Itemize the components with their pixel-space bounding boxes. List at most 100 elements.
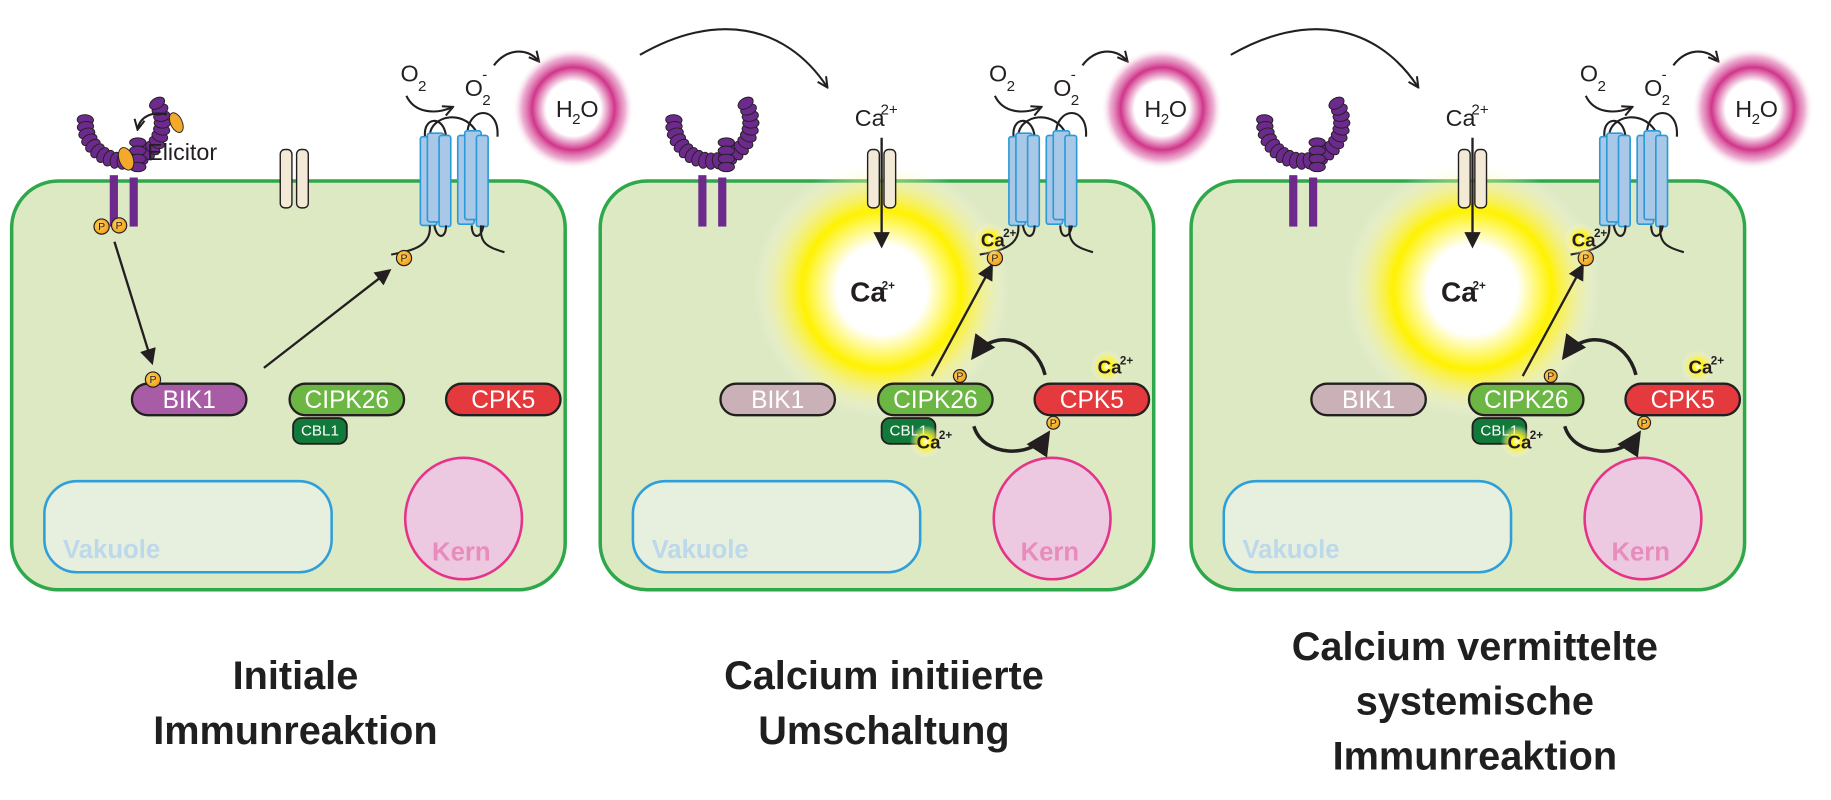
phosphate-label: P bbox=[1050, 417, 1057, 429]
calcium-glow bbox=[1564, 223, 1598, 256]
nadph-oxidase-rbohd bbox=[979, 111, 1094, 256]
extracellular-loop bbox=[466, 111, 499, 137]
water-h: H bbox=[1735, 96, 1752, 122]
superoxide-charge: - bbox=[1662, 66, 1667, 83]
extracellular-calcium-label: Ca bbox=[1446, 105, 1476, 131]
calcium-ion-small: Ca2+ bbox=[1500, 425, 1543, 458]
calcium-glow bbox=[1681, 350, 1715, 384]
water-h: H bbox=[1144, 96, 1161, 122]
phosphate-circle bbox=[110, 217, 128, 234]
phosphorylation-arrow bbox=[930, 263, 993, 377]
calcium-charge: 2+ bbox=[882, 280, 895, 293]
receptor-kinase-domain bbox=[109, 175, 118, 227]
nadph-oxidase-rbohd bbox=[1570, 111, 1685, 256]
cpk5-protein-label: CPK5 bbox=[1060, 387, 1124, 414]
vacuole-label: Vakuole bbox=[1242, 536, 1339, 564]
channel-subunit bbox=[1457, 148, 1471, 209]
oxygen-label: O bbox=[989, 61, 1007, 87]
nucleus bbox=[1583, 456, 1703, 581]
phosphate-label: P bbox=[98, 221, 105, 233]
water-h: H bbox=[556, 96, 573, 122]
superoxide-label: O bbox=[1053, 75, 1071, 101]
c-terminal-tail bbox=[479, 225, 505, 254]
calcium-charge: 2+ bbox=[1120, 354, 1133, 367]
phosphate-circle bbox=[952, 369, 967, 384]
receptor-kinase-domain bbox=[1309, 177, 1318, 227]
cipk26-protein: CIPK26 bbox=[288, 382, 406, 417]
phosphate-circle bbox=[1637, 415, 1652, 430]
phosphate-icon: P bbox=[1046, 415, 1061, 430]
phosphate-icon: P bbox=[1543, 369, 1558, 384]
transmembrane-helix bbox=[1064, 134, 1078, 228]
oxygen-subscript: 2 bbox=[1597, 78, 1605, 95]
superoxide-charge: - bbox=[1071, 66, 1076, 83]
panel-title-line: Calcium vermittelte bbox=[1292, 625, 1658, 669]
phosphorylation-arrow bbox=[263, 268, 392, 369]
pattern-recognition-receptor bbox=[665, 96, 760, 227]
phosphate-icon: P bbox=[1637, 415, 1652, 430]
conversion-arrow bbox=[1081, 52, 1126, 67]
feedback-arrow bbox=[971, 333, 1047, 376]
receptor-kinase-domain bbox=[698, 175, 707, 227]
phosphate-circle bbox=[93, 218, 110, 235]
panel-title-line: Initiale bbox=[233, 654, 359, 698]
phosphate-label: P bbox=[956, 371, 963, 383]
calcium-cloud bbox=[753, 161, 1011, 419]
cytosolic-loop bbox=[1059, 225, 1074, 237]
conversion-arrow bbox=[1584, 95, 1632, 112]
cbl1-label: CBL1 bbox=[301, 422, 339, 439]
water-o: O bbox=[1169, 96, 1187, 122]
superoxide-label: O bbox=[1644, 75, 1662, 101]
nucleus bbox=[403, 456, 524, 581]
calcium-channel bbox=[866, 148, 897, 209]
lrr-repeat bbox=[717, 161, 735, 173]
cpk5-protein: CPK5 bbox=[444, 382, 562, 417]
nucleus-label: Kern bbox=[1611, 539, 1670, 567]
calcium-symbol: Ca bbox=[1508, 431, 1532, 452]
vacuole bbox=[43, 479, 333, 574]
phosphate-circle bbox=[395, 249, 413, 267]
bik1-protein: BIK1 bbox=[130, 382, 248, 417]
receptor-kinase-domain bbox=[129, 177, 138, 227]
bik1-protein-label: BIK1 bbox=[751, 387, 804, 414]
calcium-channel bbox=[1457, 148, 1488, 209]
superoxide-subscript: 2 bbox=[482, 92, 490, 109]
transmembrane-helix bbox=[1026, 134, 1041, 228]
water-subscript: 2 bbox=[572, 111, 580, 128]
lrr-repeat bbox=[149, 96, 166, 110]
nadph-oxidase-rbohd bbox=[390, 111, 505, 256]
cbl1-protein: CBL1 bbox=[292, 417, 348, 445]
lrr-repeat bbox=[1328, 96, 1345, 110]
water-o: O bbox=[580, 96, 598, 122]
vacuole bbox=[1222, 479, 1513, 574]
phosphate-circle bbox=[1543, 369, 1558, 384]
ros-glow bbox=[1692, 47, 1814, 170]
superoxide-subscript: 2 bbox=[1662, 92, 1670, 109]
calcium-charge: 2+ bbox=[1003, 227, 1016, 240]
phosphate-label: P bbox=[116, 220, 123, 232]
phosphate-icon: P bbox=[144, 371, 162, 388]
extracellular-loop bbox=[1017, 116, 1069, 138]
cytosolic-loop bbox=[1612, 225, 1627, 237]
extracellular-loop bbox=[428, 116, 480, 138]
cbl1-shape bbox=[292, 417, 348, 445]
calcium-symbol: Ca bbox=[981, 229, 1005, 250]
bik1-protein-shape bbox=[1310, 382, 1427, 417]
phosphorylation-arrow bbox=[113, 241, 156, 366]
systemic-signal-arrow bbox=[1230, 28, 1418, 86]
ros-glow bbox=[1101, 47, 1223, 170]
transmembrane-helix bbox=[1655, 134, 1669, 228]
phosphorylation-arrow bbox=[1521, 263, 1584, 377]
extracellular-calcium-charge: 2+ bbox=[880, 101, 897, 118]
lrr-repeat bbox=[1308, 161, 1326, 173]
conversion-arrow bbox=[493, 52, 538, 67]
cytosolic-loop bbox=[433, 225, 448, 237]
calcium-ion-small: Ca2+ bbox=[973, 223, 1017, 256]
phosphate-icon: P bbox=[93, 218, 110, 235]
bik1-protein: BIK1 bbox=[1310, 382, 1427, 417]
oxygen-label: O bbox=[1580, 61, 1598, 87]
cytosolic-loop bbox=[1650, 225, 1664, 237]
vacuole bbox=[631, 479, 922, 574]
